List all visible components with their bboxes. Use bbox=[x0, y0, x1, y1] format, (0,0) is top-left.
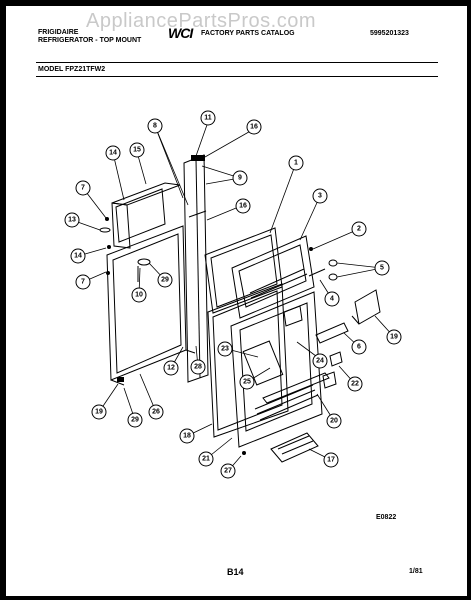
svg-text:8: 8 bbox=[153, 123, 157, 130]
svg-text:7: 7 bbox=[81, 185, 85, 192]
callout-8: 8 bbox=[147, 118, 163, 134]
svg-text:19: 19 bbox=[95, 409, 103, 416]
svg-text:27: 27 bbox=[224, 468, 232, 475]
product-name: REFRIGERATOR - TOP MOUNT bbox=[38, 37, 142, 44]
header-rule-top bbox=[36, 62, 438, 63]
svg-text:17: 17 bbox=[327, 457, 335, 464]
callout-4: 4 bbox=[324, 291, 340, 307]
svg-text:6: 6 bbox=[357, 344, 361, 351]
svg-text:11: 11 bbox=[204, 115, 212, 122]
callout-25: 25 bbox=[239, 374, 255, 390]
shelf-trim bbox=[262, 372, 330, 404]
svg-text:13: 13 bbox=[68, 217, 76, 224]
callout-7-lower: 7 bbox=[75, 274, 91, 290]
callout-1: 1 bbox=[288, 155, 304, 171]
watermark: AppliancePartsPros.com bbox=[86, 10, 316, 32]
header-rule-bottom bbox=[36, 76, 438, 77]
svg-text:4: 4 bbox=[330, 296, 334, 303]
svg-text:10: 10 bbox=[135, 292, 143, 299]
callout-13: 13 bbox=[64, 212, 80, 228]
svg-text:1: 1 bbox=[294, 160, 298, 167]
fresh-food-liner bbox=[207, 283, 289, 438]
callout-5: 5 bbox=[374, 260, 390, 276]
svg-text:24: 24 bbox=[316, 358, 324, 365]
leader-lines bbox=[71, 121, 395, 472]
fresh-food-door bbox=[106, 225, 196, 386]
callout-17: 17 bbox=[323, 452, 339, 468]
callout-19-right: 19 bbox=[386, 329, 402, 345]
callout-16-lower: 16 bbox=[235, 198, 251, 214]
callout-15: 15 bbox=[129, 142, 145, 158]
model-number: MODEL FPZ21TFW2 bbox=[38, 66, 106, 73]
callout-3: 3 bbox=[312, 188, 328, 204]
callout-7-upper: 7 bbox=[75, 180, 91, 196]
callout-2: 2 bbox=[351, 221, 367, 237]
door-hinge-rails bbox=[183, 154, 209, 383]
svg-text:15: 15 bbox=[133, 147, 141, 154]
svg-text:29: 29 bbox=[131, 417, 139, 424]
svg-text:22: 22 bbox=[351, 381, 359, 388]
svg-text:14: 14 bbox=[109, 150, 117, 157]
butter-bin bbox=[315, 322, 349, 344]
wci-logo: WCI bbox=[168, 25, 193, 41]
svg-text:2: 2 bbox=[357, 226, 361, 233]
callout-29-upper: 29 bbox=[157, 272, 173, 288]
page-number: B14 bbox=[227, 567, 244, 577]
callout-6: 6 bbox=[351, 339, 367, 355]
callout-20: 20 bbox=[326, 413, 342, 429]
callout-22: 22 bbox=[347, 376, 363, 392]
catalog-title: FACTORY PARTS CATALOG bbox=[201, 30, 295, 37]
svg-text:7: 7 bbox=[81, 279, 85, 286]
svg-text:5: 5 bbox=[380, 265, 384, 272]
document-number: 5995201323 bbox=[370, 30, 409, 37]
callout-29-lower: 29 bbox=[127, 412, 143, 428]
svg-text:26: 26 bbox=[152, 409, 160, 416]
svg-text:16: 16 bbox=[239, 203, 247, 210]
callout-27: 27 bbox=[220, 463, 236, 479]
callout-14-upper: 14 bbox=[105, 145, 121, 161]
fresh-food-inner-panel bbox=[230, 291, 323, 448]
svg-text:16: 16 bbox=[250, 124, 258, 131]
revision-date: 1/81 bbox=[409, 568, 423, 575]
brand-name: FRIGIDAIRE bbox=[38, 29, 79, 36]
svg-text:18: 18 bbox=[183, 433, 191, 440]
bottom-grille bbox=[270, 432, 319, 463]
callout-26: 26 bbox=[148, 404, 164, 420]
callout-10: 10 bbox=[131, 287, 147, 303]
callout-9: 9 bbox=[232, 170, 248, 186]
callout-19-left: 19 bbox=[91, 404, 107, 420]
callout-18: 18 bbox=[179, 428, 195, 444]
callout-21: 21 bbox=[198, 451, 214, 467]
callout-12: 12 bbox=[163, 360, 179, 376]
svg-text:19: 19 bbox=[390, 334, 398, 341]
svg-text:3: 3 bbox=[318, 193, 322, 200]
callout-24: 24 bbox=[312, 353, 328, 369]
svg-text:23: 23 bbox=[221, 346, 229, 353]
svg-text:12: 12 bbox=[167, 365, 175, 372]
svg-text:9: 9 bbox=[238, 175, 242, 182]
svg-text:29: 29 bbox=[161, 277, 169, 284]
callout-14-lower: 14 bbox=[70, 248, 86, 264]
callout-16-upper: 16 bbox=[246, 119, 262, 135]
freezer-liner bbox=[204, 227, 283, 314]
svg-text:20: 20 bbox=[330, 418, 338, 425]
svg-text:21: 21 bbox=[202, 456, 210, 463]
svg-text:28: 28 bbox=[194, 364, 202, 371]
callout-28: 28 bbox=[190, 359, 206, 375]
callout-23: 23 bbox=[217, 341, 233, 357]
svg-text:14: 14 bbox=[74, 253, 82, 260]
svg-text:25: 25 bbox=[243, 379, 251, 386]
callout-11: 11 bbox=[200, 110, 216, 126]
figure-code: E0822 bbox=[376, 514, 397, 521]
dairy-door bbox=[351, 289, 381, 325]
